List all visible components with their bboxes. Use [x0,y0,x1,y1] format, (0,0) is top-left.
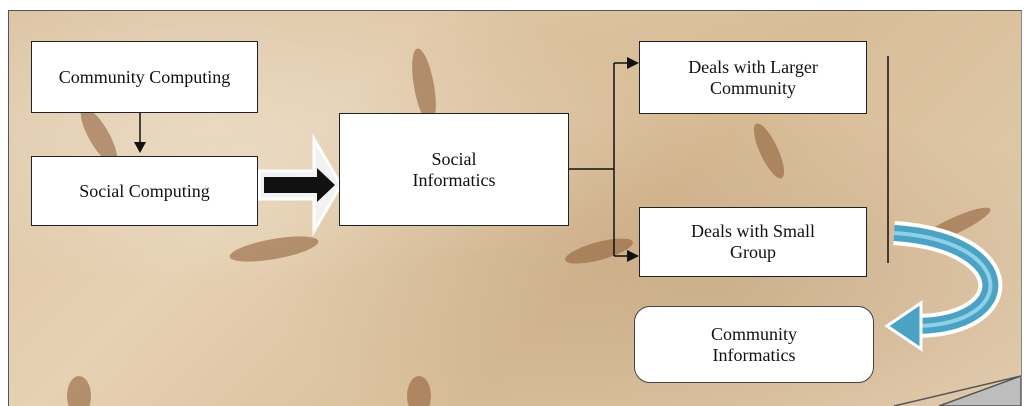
diagram-background-svg [67,48,1021,406]
node-small-group: Deals with Small Group [639,207,867,277]
node-larger-community: Deals with Larger Community [639,41,867,114]
callout-wedge-edge [893,375,1021,406]
node-larger-community-label: Deals with Larger Community [688,56,818,98]
node-social-computing-label: Social Computing [79,180,210,201]
block-arrow [264,168,335,202]
node-community-informatics-label: Community Informatics [710,323,797,365]
node-social-informatics: Social Informatics [339,113,569,226]
arrowhead-right-bottom [627,250,639,262]
node-community-computing: Community Computing [31,41,258,113]
diagram-canvas: Community Computing Social Computing Soc… [8,10,1022,406]
arrowhead-down [134,142,146,153]
node-small-group-label: Deals with Small Group [691,221,815,262]
node-community-computing-label: Community Computing [58,66,231,87]
arrowhead-right-top [627,57,639,69]
callout-wedge [938,375,1021,406]
fossil-fish-decoration [67,48,991,406]
curved-arrow [884,221,1003,352]
node-social-informatics-label: Social Informatics [412,148,496,190]
node-social-computing: Social Computing [31,156,258,226]
node-community-informatics: Community Informatics [634,306,874,383]
